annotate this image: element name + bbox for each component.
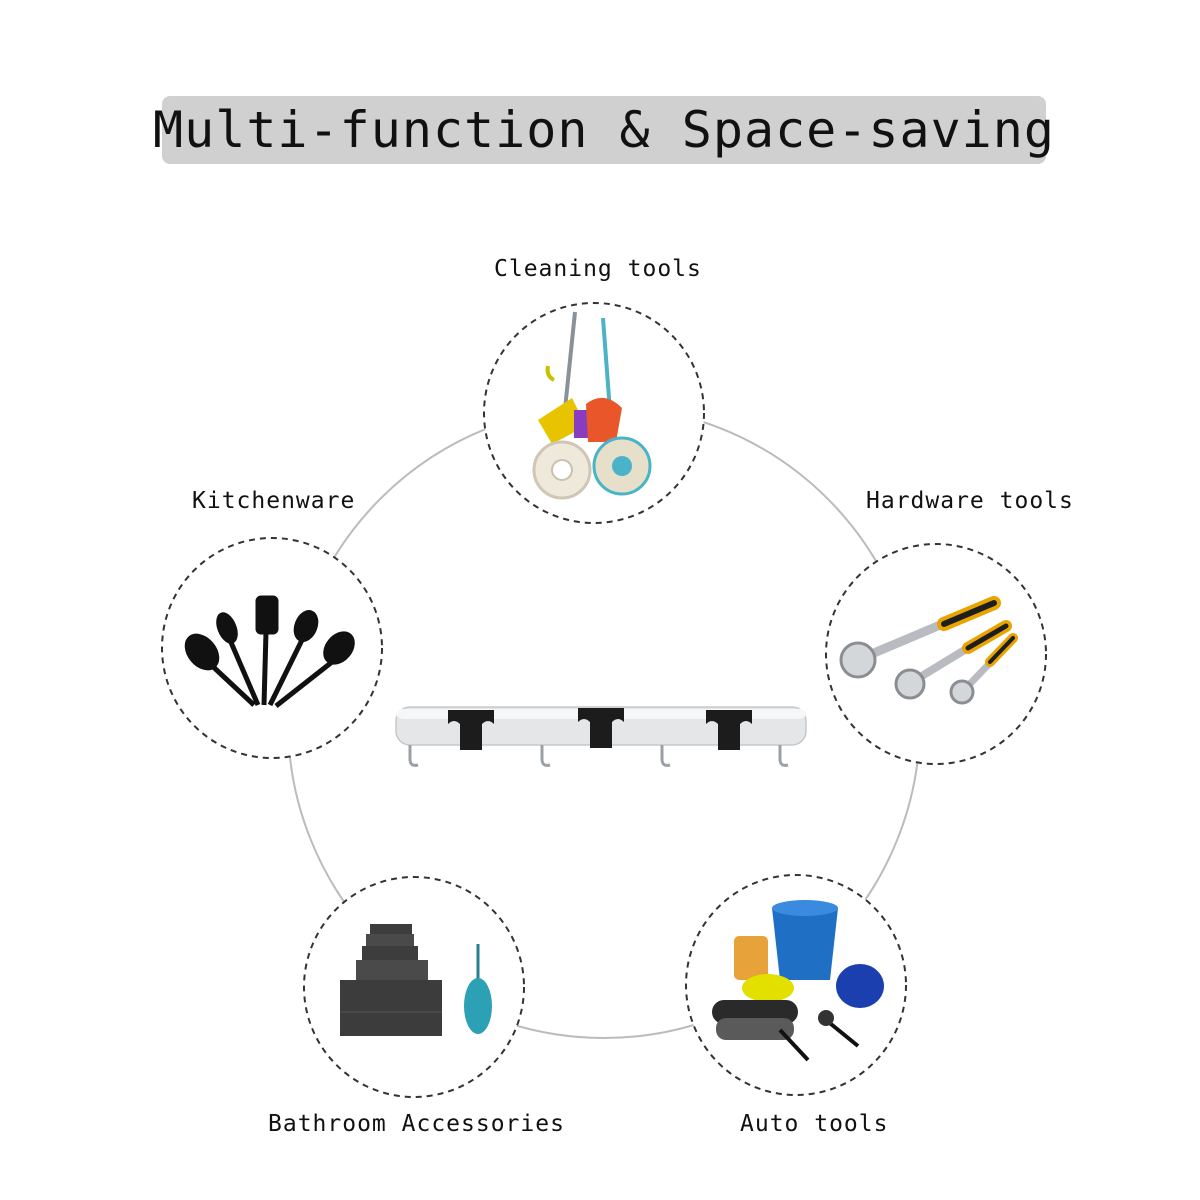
title-banner: Multi-function & Space-saving (153, 96, 1054, 164)
label-hardware-tools: Hardware tools (866, 488, 1074, 514)
ratchet-wrench-icon (839, 596, 1018, 705)
towels-and-brush-icon (340, 924, 492, 1036)
car-wash-kit-icon (712, 900, 884, 1062)
bathroom-accessories-node (303, 876, 525, 1098)
label-bathroom-accessories: Bathroom Accessories (268, 1111, 565, 1137)
label-kitchenware: Kitchenware (192, 488, 356, 514)
label-auto-tools: Auto tools (740, 1111, 889, 1137)
mop-and-broom-icon (532, 311, 652, 500)
hardware-tools-node (825, 543, 1047, 765)
label-cleaning-tools: Cleaning tools (494, 256, 702, 282)
kitchen-utensils-icon (184, 595, 355, 708)
cleaning-tools-node (483, 302, 705, 524)
mop-holder-rack-icon (448, 708, 752, 750)
kitchenware-node (161, 537, 383, 759)
auto-tools-node (685, 874, 907, 1096)
mop-holder-rack (395, 706, 807, 767)
rack-hooks (408, 745, 789, 767)
page-title: Multi-function & Space-saving (153, 101, 1055, 159)
